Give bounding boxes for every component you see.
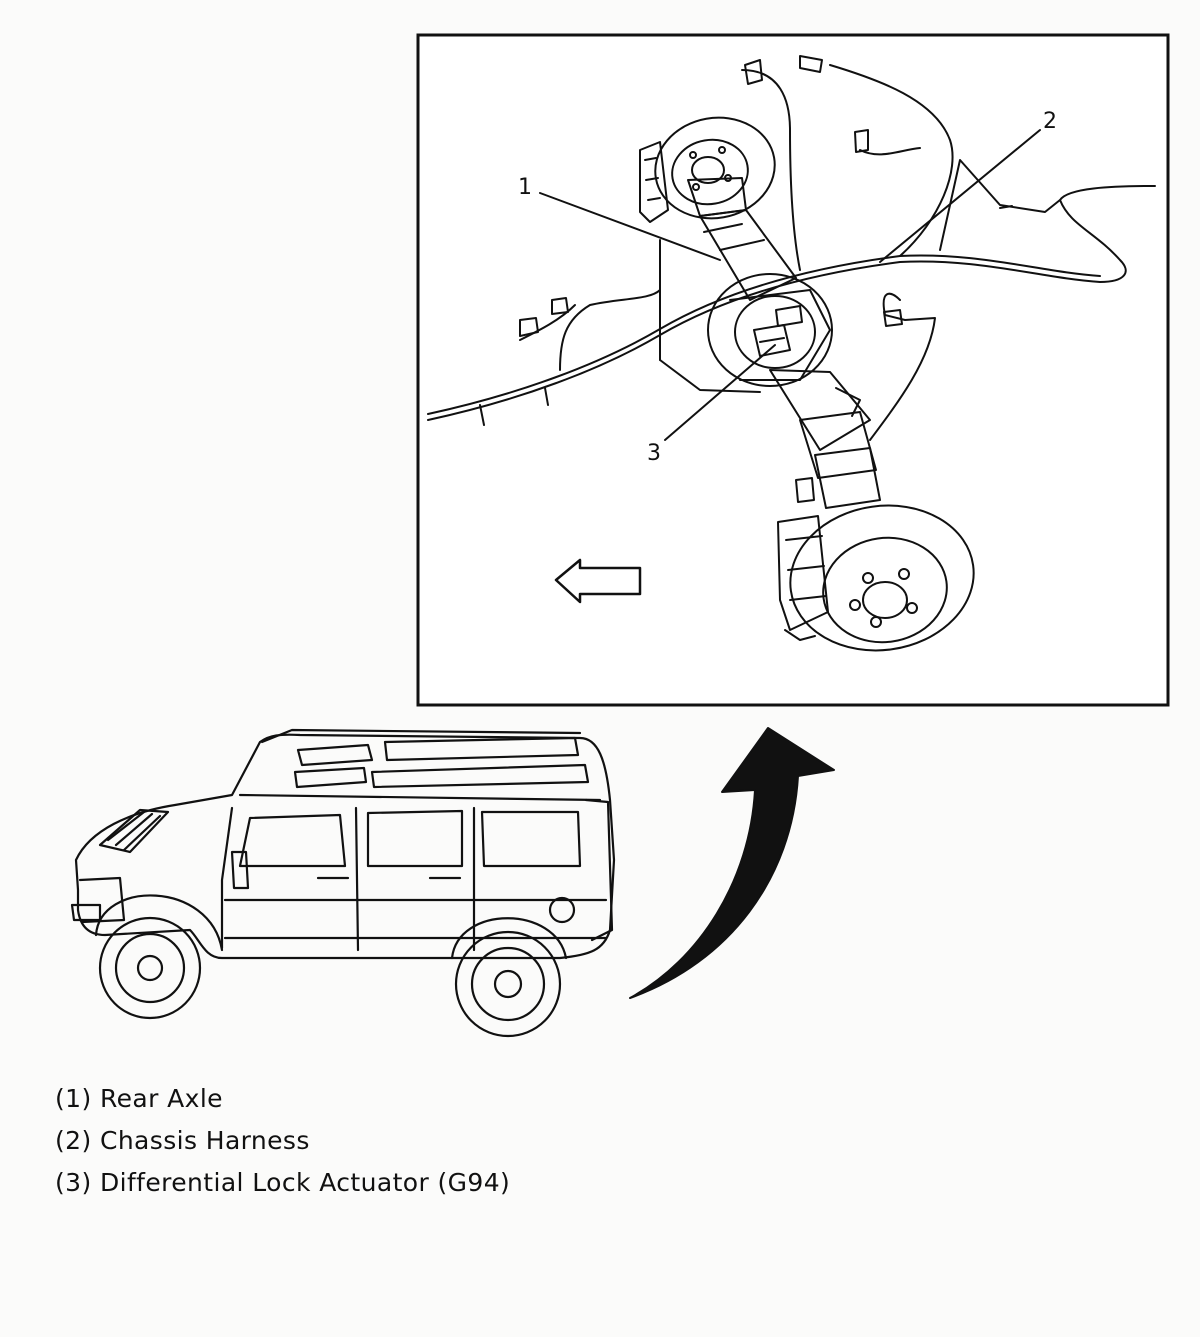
- leader-line-1: [539, 192, 721, 261]
- component-legend: (1) Rear Axle (2) Chassis Harness (3) Di…: [55, 1078, 510, 1204]
- lower-brake-rotor: [777, 504, 975, 652]
- detail-view: 1 2 3: [416, 33, 1170, 707]
- chassis-harness: [427, 55, 1156, 441]
- callout-number-3: 3: [647, 441, 661, 466]
- callout-leaders: [539, 129, 1041, 441]
- front-wheel: [98, 916, 202, 1020]
- forward-arrow-icon: [554, 558, 642, 604]
- leader-line-2: [879, 129, 1041, 263]
- rear-axle-housing: [659, 177, 881, 509]
- leader-line-3: [664, 344, 776, 441]
- callout-number-2: 2: [1043, 109, 1057, 134]
- callout-number-1: 1: [518, 175, 532, 200]
- legend-item-differential-lock-actuator: (3) Differential Lock Actuator (G94): [55, 1168, 511, 1197]
- legend-item-chassis-harness: (2) Chassis Harness: [55, 1126, 310, 1155]
- locator-arrow-icon: [629, 727, 835, 999]
- rear-wheel: [454, 930, 562, 1038]
- differential-lock-actuator: [753, 305, 803, 357]
- legend-item-rear-axle: (1) Rear Axle: [55, 1084, 223, 1113]
- vehicle-illustration: [70, 728, 616, 1038]
